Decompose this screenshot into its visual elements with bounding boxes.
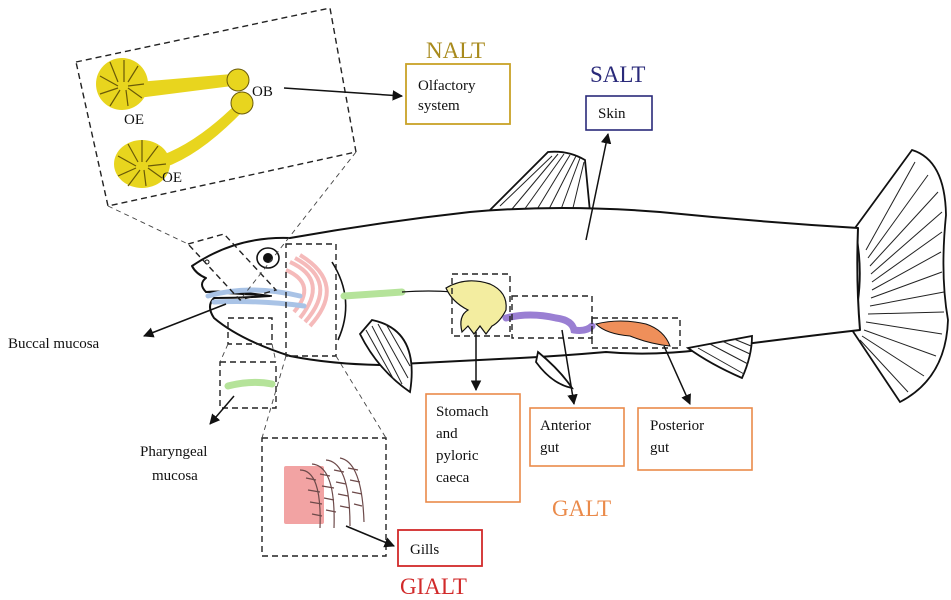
- posterior-box-line-2: gut: [650, 440, 670, 456]
- oe-top-label: OE: [124, 112, 144, 128]
- skin-box-label: Skin: [598, 106, 626, 122]
- fish-body: [192, 208, 860, 365]
- galt-label: GALT: [552, 496, 611, 521]
- oe-bottom-label: OE: [162, 170, 182, 186]
- pharyngeal-inset: [220, 344, 276, 408]
- caudal-fin: [852, 150, 948, 402]
- stomach-box-line-2: and: [436, 426, 458, 442]
- gialt-label: GIALT: [400, 574, 467, 599]
- gills-box-label: Gills: [410, 542, 439, 558]
- arrow-posterior: [664, 346, 690, 404]
- svg-text:Olfactory: Olfactory: [418, 78, 476, 94]
- gills-box: Gills: [398, 530, 482, 566]
- skin-box: Skin: [586, 96, 652, 130]
- stomach-box: Stomach and pyloric caeca: [426, 394, 520, 502]
- anterior-box-line-2: gut: [540, 440, 560, 456]
- olfactory-epithelium-top: [96, 58, 148, 110]
- arrow-pharyngeal: [210, 396, 234, 424]
- ob-label: OB: [252, 84, 273, 100]
- gill-inset: [262, 356, 386, 556]
- anterior-gut-box: Anterior gut: [530, 408, 624, 466]
- stomach-box-line-3: pyloric: [436, 448, 479, 464]
- stomach-box-line-4: caeca: [436, 470, 470, 486]
- stomach-box-line-1: Stomach: [436, 404, 489, 420]
- buccal-mucosa-label: Buccal mucosa: [8, 336, 100, 352]
- fish-outline: [192, 150, 948, 402]
- pharyngeal-mucosa-label-1: Pharyngeal: [140, 444, 207, 460]
- olfactory-box-line-1: Olfactory: [418, 78, 476, 94]
- pharyngeal-mucosa-label-2: mucosa: [152, 468, 198, 484]
- salt-label: SALT: [590, 62, 645, 87]
- nalt-label: NALT: [426, 38, 485, 63]
- posterior-gut-box: Posterior gut: [638, 408, 752, 470]
- fish-eye: [257, 248, 279, 268]
- posterior-box-line-1: Posterior: [650, 418, 704, 434]
- pharyngeal-mucosa-tissue: [344, 292, 402, 296]
- anterior-box-line-1: Anterior: [540, 418, 591, 434]
- arrow-buccal: [144, 304, 226, 336]
- svg-text:system: system: [418, 98, 460, 114]
- arrow-gills: [346, 526, 394, 546]
- arrow-olfactory: [284, 88, 402, 96]
- olfactory-system-box: Olfactory system: [406, 64, 510, 124]
- olfactory-box-line-2: system: [418, 98, 460, 114]
